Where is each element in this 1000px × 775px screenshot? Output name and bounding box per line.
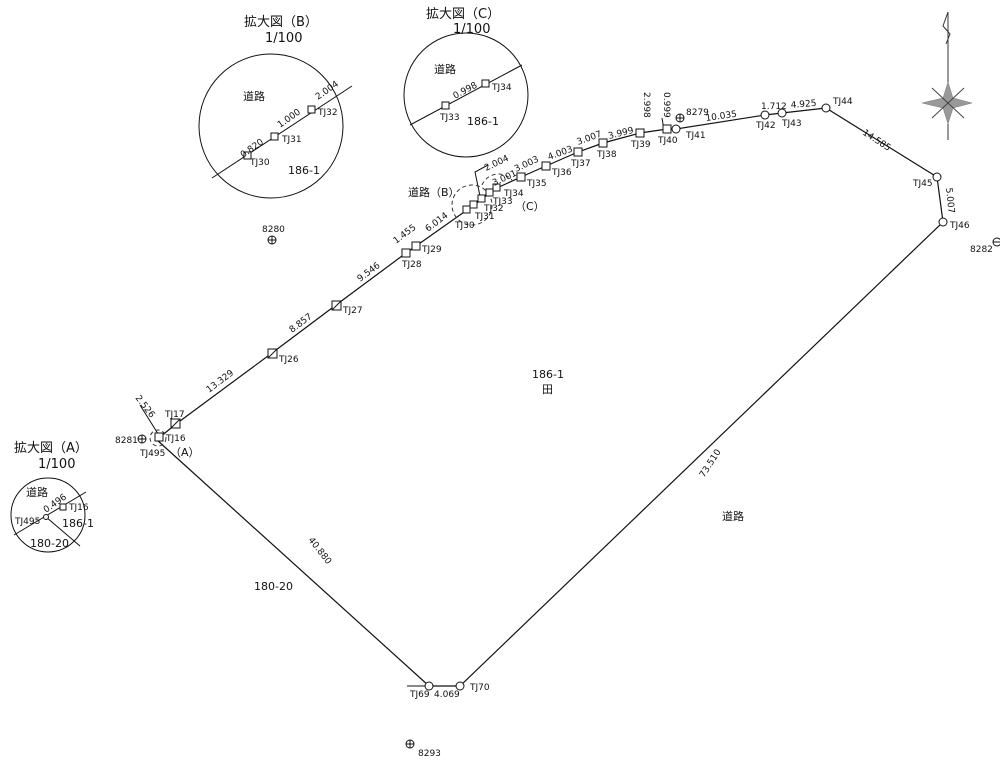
road-label: 道路: [722, 509, 744, 523]
callout-circle-a: [149, 429, 167, 447]
point-label: TJ39: [630, 140, 651, 150]
point-label: TJ37: [570, 159, 591, 169]
point-label: TJ26: [278, 355, 299, 365]
point-label: TJ495: [139, 449, 165, 459]
boundary-line: [156, 107, 944, 687]
distance-label: 3.001: [491, 169, 519, 189]
svg-text:拡大図（C）: 拡大図（C）: [426, 7, 500, 22]
point-label: TJ30: [454, 221, 475, 231]
callout-b: 道路（B）: [408, 185, 460, 199]
point-label: TJ34: [503, 189, 524, 199]
svg-text:TJ495: TJ495: [14, 517, 40, 527]
distance-label: 4.069: [434, 690, 460, 700]
point-label: TJ46: [949, 221, 970, 231]
point-label: TJ16: [165, 434, 186, 444]
distance-label: 10.035: [705, 110, 738, 124]
point-label: TJ33: [492, 197, 513, 207]
svg-text:8293: 8293: [418, 749, 441, 759]
svg-text:186-1: 186-1: [288, 164, 320, 177]
point-label: TJ69: [409, 690, 430, 700]
inset-b: 拡大図（B） 1/100 道路 TJ30 TJ31 TJ32 0.820 1.0…: [198, 15, 353, 199]
svg-text:道路: 道路: [434, 62, 456, 76]
svg-text:拡大図（B）: 拡大図（B）: [244, 15, 318, 30]
svg-text:8282: 8282: [970, 245, 993, 255]
benchmark-8293: 8293: [405, 739, 441, 759]
distance-label: 2.998: [641, 92, 651, 118]
svg-text:2.004: 2.004: [314, 79, 341, 102]
point-label: TJ27: [342, 306, 363, 316]
svg-text:TJ16: TJ16: [68, 503, 89, 513]
svg-text:1/100: 1/100: [38, 457, 75, 472]
distance-label: 5.007: [943, 187, 956, 214]
benchmark-8282: 8282: [970, 237, 1000, 255]
svg-text:TJ32: TJ32: [317, 108, 338, 118]
parcel-south: 180-20: [254, 580, 293, 593]
svg-text:180-20: 180-20: [30, 537, 69, 550]
point-label: TJ40: [657, 136, 678, 146]
svg-text:1/100: 1/100: [453, 22, 490, 37]
svg-text:道路: 道路: [26, 485, 48, 499]
point-label: TJ43: [781, 119, 802, 129]
svg-text:8281: 8281: [115, 436, 138, 446]
distance-label: 4.925: [790, 99, 817, 111]
point-label: TJ70: [469, 683, 490, 693]
parcel-land-type: 田: [542, 383, 553, 396]
benchmark-8279: 8279: [675, 108, 709, 123]
distance-label: 73.510: [698, 448, 724, 480]
benchmark-8281: 8281: [115, 434, 147, 446]
inset-c: 拡大図（C） 1/100 道路 TJ33 TJ34 0.998 186-1: [403, 7, 529, 158]
distance-label: 40.880: [306, 536, 333, 567]
distance-label: 14.585: [860, 128, 892, 154]
point-label: TJ38: [596, 150, 617, 160]
svg-text:TJ30: TJ30: [249, 158, 270, 168]
distance-label: 3.003: [513, 155, 541, 175]
callout-c: （C）: [515, 200, 545, 213]
point-label: TJ17: [164, 410, 185, 420]
svg-text:TJ34: TJ34: [491, 83, 512, 93]
distance-label: 2.526: [133, 394, 157, 421]
inset-a: 拡大図（A） 1/100 道路 TJ16 TJ495 0.496 186-1 1…: [10, 441, 94, 553]
svg-text:186-1: 186-1: [467, 115, 499, 128]
point-label: TJ31: [474, 212, 495, 222]
svg-text:0.820: 0.820: [239, 137, 266, 160]
svg-text:1/100: 1/100: [265, 31, 302, 46]
point-label: TJ32: [483, 204, 504, 214]
svg-text:8280: 8280: [262, 225, 285, 235]
svg-text:0.998: 0.998: [452, 81, 480, 102]
point-label: TJ41: [685, 131, 706, 141]
point-label: TJ42: [755, 121, 776, 131]
point-label: TJ35: [526, 179, 547, 189]
svg-text:道路: 道路: [243, 89, 265, 103]
north-arrow-icon: [921, 11, 973, 140]
distance-label: 0.999: [661, 92, 671, 118]
svg-text:TJ33: TJ33: [439, 113, 460, 123]
point-label: TJ36: [551, 168, 572, 178]
callout-circle-b: [451, 184, 493, 226]
callout-arc-c: [481, 173, 513, 186]
svg-text:拡大図（A）: 拡大図（A）: [14, 441, 88, 456]
svg-text:8279: 8279: [686, 108, 709, 118]
distance-label: 1.712: [761, 102, 787, 112]
parcel-number: 186-1: [532, 368, 564, 381]
benchmark-8280: 8280: [262, 225, 285, 245]
tick-line: [474, 164, 489, 197]
callout-a: （A）: [170, 446, 200, 459]
point-label: TJ28: [401, 260, 422, 270]
point-label: TJ44: [832, 97, 853, 107]
point-markers: [154, 103, 948, 691]
svg-text:TJ31: TJ31: [281, 135, 302, 145]
distance-label: 2.004: [483, 154, 511, 174]
point-label: TJ45: [912, 179, 933, 189]
tick-line: [139, 404, 161, 438]
point-label: TJ29: [421, 245, 442, 255]
svg-text:186-1: 186-1: [62, 517, 94, 530]
